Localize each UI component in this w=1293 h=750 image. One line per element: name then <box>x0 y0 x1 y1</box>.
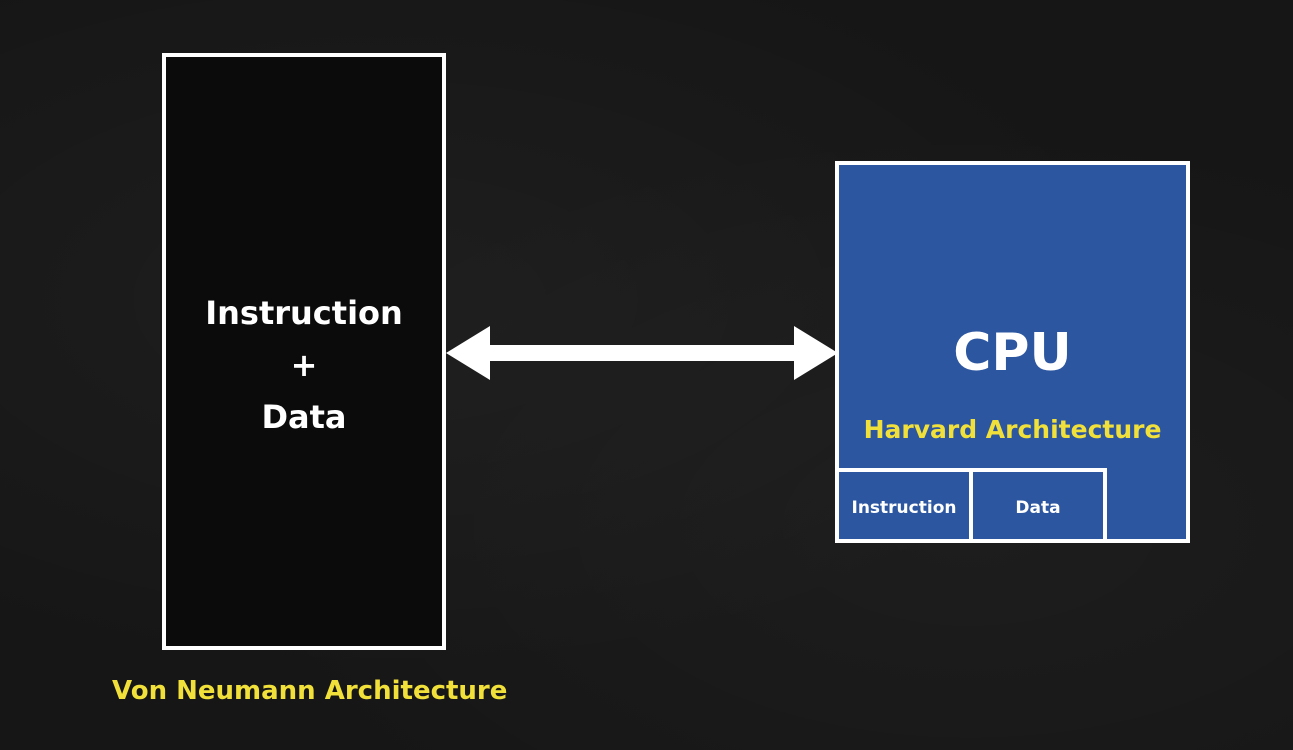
cpu-title: CPU <box>953 323 1072 383</box>
cpu-block: CPU Harvard Architecture Instruction Dat… <box>835 161 1190 543</box>
instruction-cache-label: Instruction <box>851 497 957 518</box>
memory-plus-sign: + <box>290 346 318 384</box>
bidirectional-bus-arrow <box>446 326 838 380</box>
harvard-caption: Harvard Architecture <box>863 415 1162 444</box>
bus-arrow-shape <box>446 326 838 380</box>
data-cache-label: Data <box>1015 497 1061 518</box>
memory-contents: Instruction + Data <box>166 287 442 443</box>
memory-data-label: Data <box>261 398 347 436</box>
memory-block: Instruction + Data <box>162 53 446 650</box>
instruction-cache-cell: Instruction <box>839 468 973 543</box>
memory-instruction-label: Instruction <box>205 294 403 332</box>
von-neumann-caption: Von Neumann Architecture <box>112 676 508 706</box>
data-cache-cell: Data <box>973 468 1107 543</box>
